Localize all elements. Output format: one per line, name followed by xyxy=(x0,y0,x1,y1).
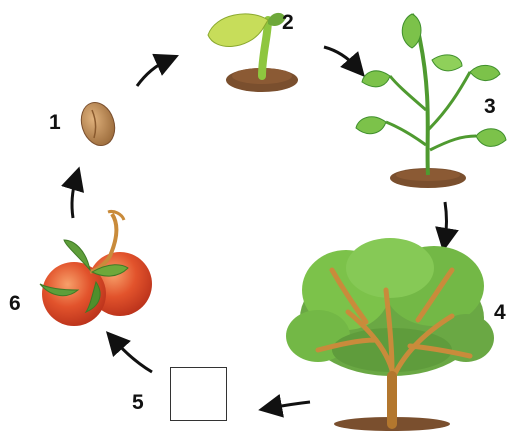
step-number-4: 4 xyxy=(494,302,506,323)
seed-icon xyxy=(76,98,120,150)
step-number-5: 5 xyxy=(132,392,144,413)
fruit-icon xyxy=(40,211,152,326)
step-number-1: 1 xyxy=(49,112,61,133)
arrow-3-to-4 xyxy=(445,202,447,240)
step-number-3: 3 xyxy=(484,96,496,117)
empty-answer-box[interactable] xyxy=(170,367,227,421)
arrow-4-to-5 xyxy=(270,402,310,408)
arrow-2-to-3 xyxy=(324,47,357,68)
step-number-6: 6 xyxy=(9,293,21,314)
arrow-5-to-6 xyxy=(114,340,152,372)
tree-icon xyxy=(286,238,494,431)
arrow-1-to-2 xyxy=(137,60,168,86)
arrow-6-to-1 xyxy=(72,178,76,218)
step-number-2: 2 xyxy=(282,12,294,33)
